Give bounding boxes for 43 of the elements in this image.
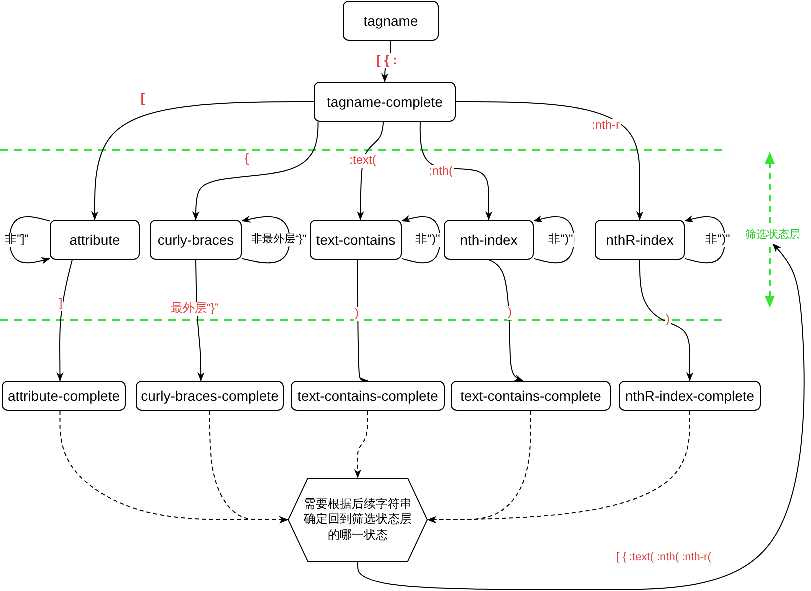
dashed-arrow bbox=[354, 410, 368, 478]
state-box: text-contains-complete bbox=[451, 381, 611, 411]
edge-label: ) bbox=[665, 313, 671, 327]
state-box: nthR-index-complete bbox=[619, 381, 761, 411]
dashed-arrow bbox=[428, 410, 690, 524]
edge-label: 非"]" bbox=[4, 233, 30, 247]
process-hexagon: 需要根据后续字符串确定回到筛选状态层的哪一状态 bbox=[288, 478, 428, 562]
layer-label: 筛选状态层 bbox=[743, 228, 803, 244]
state-box: nth-index bbox=[444, 220, 534, 260]
arrow bbox=[488, 260, 524, 382]
edge-label: [ { :text( :nth( :nth-r( bbox=[616, 552, 712, 564]
state-box: curly-braces-complete bbox=[136, 381, 284, 411]
edge-label: [ { : bbox=[376, 54, 398, 68]
edge-label: [ bbox=[140, 92, 146, 106]
edge-label: ) bbox=[354, 307, 360, 321]
arrow bbox=[640, 260, 694, 382]
arrow bbox=[91, 102, 314, 220]
edge-label: 非")" bbox=[548, 233, 574, 247]
edge-label: { bbox=[244, 152, 250, 166]
edge-label: 最外层“}” bbox=[170, 302, 220, 316]
arrow bbox=[381, 40, 392, 82]
state-box: text-contains bbox=[310, 220, 402, 260]
state-box: tagname bbox=[343, 1, 439, 41]
self-loop-arrow bbox=[242, 216, 290, 264]
arrow bbox=[456, 102, 644, 220]
state-box: curly-braces bbox=[150, 220, 242, 260]
state-box: nthR-index bbox=[595, 220, 685, 260]
edge-label: :nth( bbox=[428, 165, 454, 179]
edge-label: ] bbox=[58, 297, 64, 311]
arrow bbox=[56, 260, 73, 382]
edge-label: 非")" bbox=[414, 233, 442, 247]
state-box: attribute-complete bbox=[2, 381, 126, 411]
arrow bbox=[192, 122, 319, 220]
state-box: attribute bbox=[50, 220, 140, 260]
state-box: tagname-complete bbox=[314, 82, 456, 122]
edge-label: ) bbox=[507, 306, 513, 320]
arrow bbox=[196, 260, 205, 382]
edge-label: 非")" bbox=[704, 233, 732, 247]
arrow bbox=[358, 244, 805, 590]
state-box: text-contains-complete bbox=[291, 381, 445, 411]
dashed-arrow bbox=[210, 410, 288, 524]
edge-label: 非最外层“}” bbox=[250, 234, 308, 246]
edge-label: :text( bbox=[348, 154, 378, 168]
